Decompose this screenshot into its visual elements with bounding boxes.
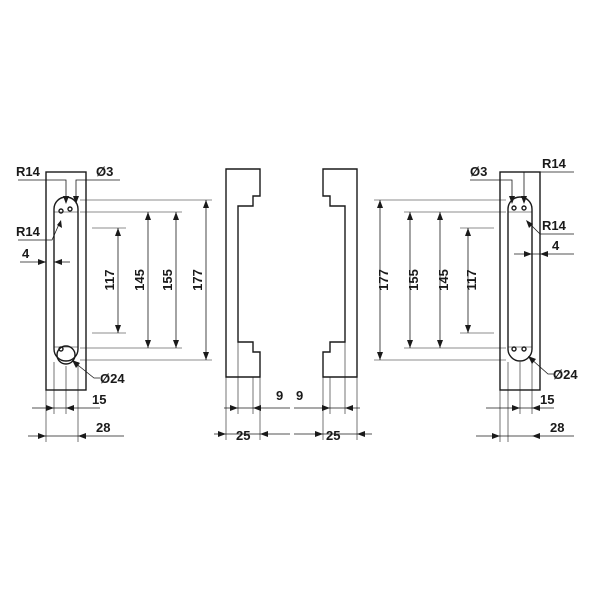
left-r14-inner-leader (18, 221, 61, 241)
right-145-label: 145 (436, 269, 451, 291)
left-dia3-leader (75, 179, 120, 200)
right-r14-top-label: R14 (542, 156, 567, 171)
middle-right-profile-outline (322, 168, 358, 378)
left-screw-hole-2 (67, 206, 73, 212)
right-r14-inner-leader (527, 221, 574, 235)
right-body-outline (499, 171, 541, 391)
right-front-view: Ø3 R14 R14 4 177 155 145 117 Ø24 15 28 (374, 156, 578, 442)
right-28-label: 28 (550, 420, 564, 435)
right-117-label: 117 (464, 270, 479, 291)
left-slot-outline (53, 196, 79, 362)
left-4-label: 4 (22, 246, 30, 261)
left-145-label: 145 (132, 269, 147, 291)
middle-left-profile-outline (225, 168, 261, 378)
right-screw-hole-3 (511, 346, 517, 352)
right-dia24-leader (529, 357, 554, 375)
left-screw-hole-1 (58, 208, 64, 214)
right-dia24-label: Ø24 (553, 367, 578, 382)
left-front-view: R14 Ø3 R14 4 117 145 155 177 Ø24 15 28 (16, 164, 212, 442)
right-screw-hole-1 (511, 205, 517, 211)
left-r14-top-label: R14 (16, 164, 41, 179)
right-4-label: 4 (552, 238, 560, 253)
right-screw-hole-2 (521, 205, 527, 211)
left-dia3-label: Ø3 (96, 164, 113, 179)
right-r14-top-leader (523, 171, 574, 200)
left-r14-inner-label: R14 (16, 224, 41, 239)
right-15-label: 15 (540, 392, 554, 407)
middle-right-25-label: 25 (326, 428, 340, 443)
left-pin-hole (56, 345, 76, 365)
left-117-label: 117 (102, 270, 117, 291)
left-dia24-label: Ø24 (100, 371, 125, 386)
middle-left-25-label: 25 (236, 428, 250, 443)
right-dia3-label: Ø3 (470, 164, 487, 179)
right-dia3-leader (470, 179, 513, 200)
left-body-outline (45, 171, 87, 391)
left-155-label: 155 (160, 269, 175, 291)
middle-left-side-view: 9 25 (214, 168, 290, 443)
left-177-label: 177 (190, 269, 205, 291)
right-155-label: 155 (406, 269, 421, 291)
left-r14-leader (18, 179, 67, 200)
middle-left-9-label: 9 (276, 388, 283, 403)
middle-right-9-label: 9 (296, 388, 303, 403)
right-177-label: 177 (376, 269, 391, 291)
right-slot-outline (507, 196, 533, 362)
right-r14-inner-label: R14 (542, 218, 567, 233)
left-15-label: 15 (92, 392, 106, 407)
left-dia24-leader (73, 361, 100, 379)
right-screw-hole-4 (521, 346, 527, 352)
middle-right-side-view: 9 25 (294, 168, 372, 443)
left-28-label: 28 (96, 420, 110, 435)
left-small-hole (58, 346, 64, 352)
